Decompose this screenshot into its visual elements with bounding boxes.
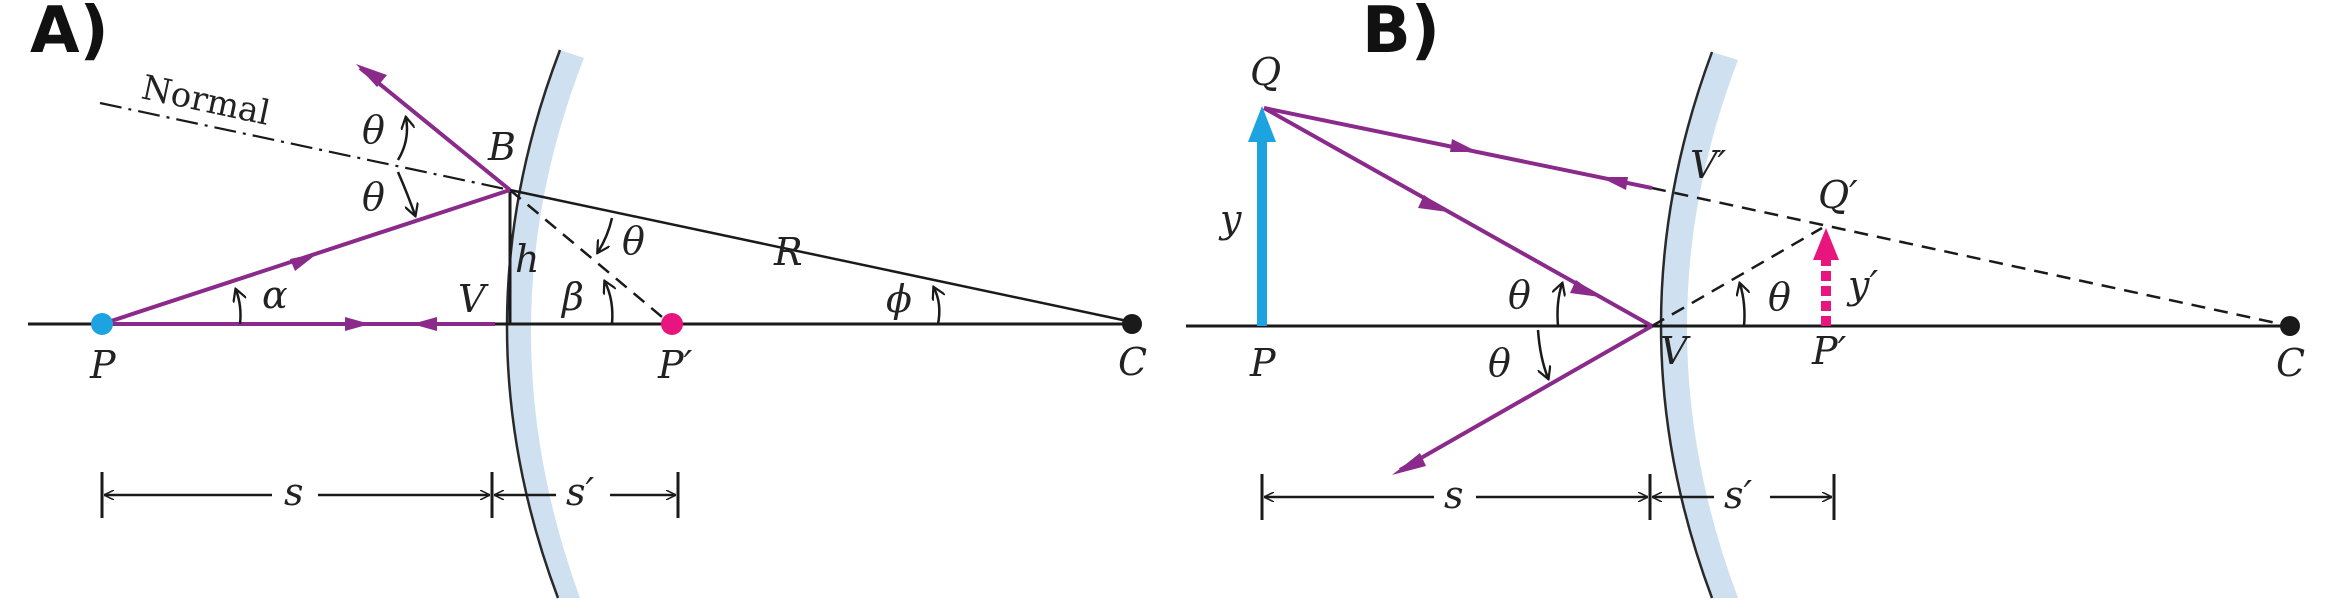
panel-b-length-y-prime: y′ [1846, 263, 1878, 307]
panel-a-theta-center: θ [622, 219, 645, 263]
panel-a-angle-arc-theta-lower [396, 171, 415, 215]
panel-a-angle-arc-alpha [236, 290, 241, 325]
panel-a-angle-arc-theta-center [598, 217, 614, 252]
panel-a-point-C: C [1118, 340, 1147, 384]
panel-a-ray-arrow [290, 253, 318, 271]
panel-a-normal-label: Normal [138, 68, 273, 134]
panel-a-point-B: B [487, 125, 516, 169]
panel-a-reflected-ray [358, 66, 512, 192]
panel-a-beta: β [560, 275, 584, 319]
panel-b-image-arrowhead [1813, 228, 1839, 260]
panel-a-alpha: α [262, 273, 288, 317]
panel-b-center-point [2280, 316, 2300, 336]
panel-a-radius-line [509, 188, 1133, 324]
panel-b-theta-3: θ [1768, 275, 1791, 319]
panel-a: A) Normal θ θ B [28, 0, 1147, 599]
panel-b-label: B) [1362, 0, 1440, 68]
panel-b-point-P-prime: P′ [1811, 329, 1847, 373]
panel-b: B) Q y V′ Q′ y′ θ [1186, 0, 2305, 599]
panel-b-point-V: V [1660, 329, 1691, 373]
panel-a-angle-arc-theta-upper [396, 118, 407, 161]
panel-b-length-y: y [1218, 197, 1242, 241]
panel-b-point-Q-prime: Q′ [1818, 173, 1858, 217]
panel-b-point-P: P [1249, 341, 1277, 385]
panel-a-ray-arrow [345, 317, 370, 331]
panel-a-theta-upper: θ [362, 108, 385, 152]
panel-a-length-s-prime: s′ [566, 470, 595, 514]
panel-b-ray-arrow [1600, 177, 1628, 190]
panel-b-angle-arc-1 [1558, 284, 1563, 327]
panel-b-ray-arrow [1570, 280, 1600, 297]
panel-a-object-point [91, 313, 113, 335]
panel-b-ray-arrow [1392, 453, 1426, 475]
panel-b-dashed-line-to-image [1651, 226, 1823, 328]
panel-b-ray-arrow [1450, 139, 1478, 152]
panel-a-angle-arc-phi [934, 288, 939, 325]
panel-b-length-s-prime: s′ [1724, 473, 1753, 517]
panel-b-angle-arc-2 [1536, 329, 1548, 378]
panel-a-center-point [1122, 314, 1142, 334]
panel-a-ray-arrow [412, 317, 437, 331]
panel-a-length-s: s [284, 470, 304, 514]
panel-b-dashed-line-to-center [1651, 186, 2291, 328]
panel-b-theta-2: θ [1488, 341, 1511, 385]
panel-a-normal-line [99, 101, 511, 192]
panel-b-point-C: C [2276, 341, 2305, 385]
panel-b-object-arrowhead [1248, 106, 1276, 142]
panel-a-theta-lower: θ [362, 175, 385, 219]
panel-b-length-s: s [1444, 473, 1464, 517]
panel-a-ray-arrow [356, 64, 387, 87]
panel-b-theta-1: θ [1508, 273, 1531, 317]
panel-a-angle-arc-beta [605, 282, 612, 325]
panel-b-reflected-ray [1399, 324, 1653, 472]
panel-a-point-P-prime: P′ [657, 343, 693, 387]
panel-a-length-R: R [773, 230, 803, 274]
panel-b-point-V-prime: V′ [1690, 143, 1726, 187]
panel-a-mirror [506, 50, 584, 598]
panel-b-angle-arc-3 [1740, 284, 1745, 327]
panel-a-phi: ϕ [886, 277, 912, 321]
panel-a-point-P: P [89, 343, 117, 387]
panel-b-point-Q: Q [1250, 50, 1281, 94]
panel-a-label: A) [30, 0, 109, 68]
panel-b-ray-arrow [1418, 195, 1448, 212]
panel-b-mirror [1661, 52, 1738, 598]
panel-a-length-h: h [515, 237, 539, 281]
panel-a-virtual-ray [509, 189, 669, 323]
panel-a-image-point [661, 313, 683, 335]
panel-a-point-V: V [458, 277, 489, 321]
